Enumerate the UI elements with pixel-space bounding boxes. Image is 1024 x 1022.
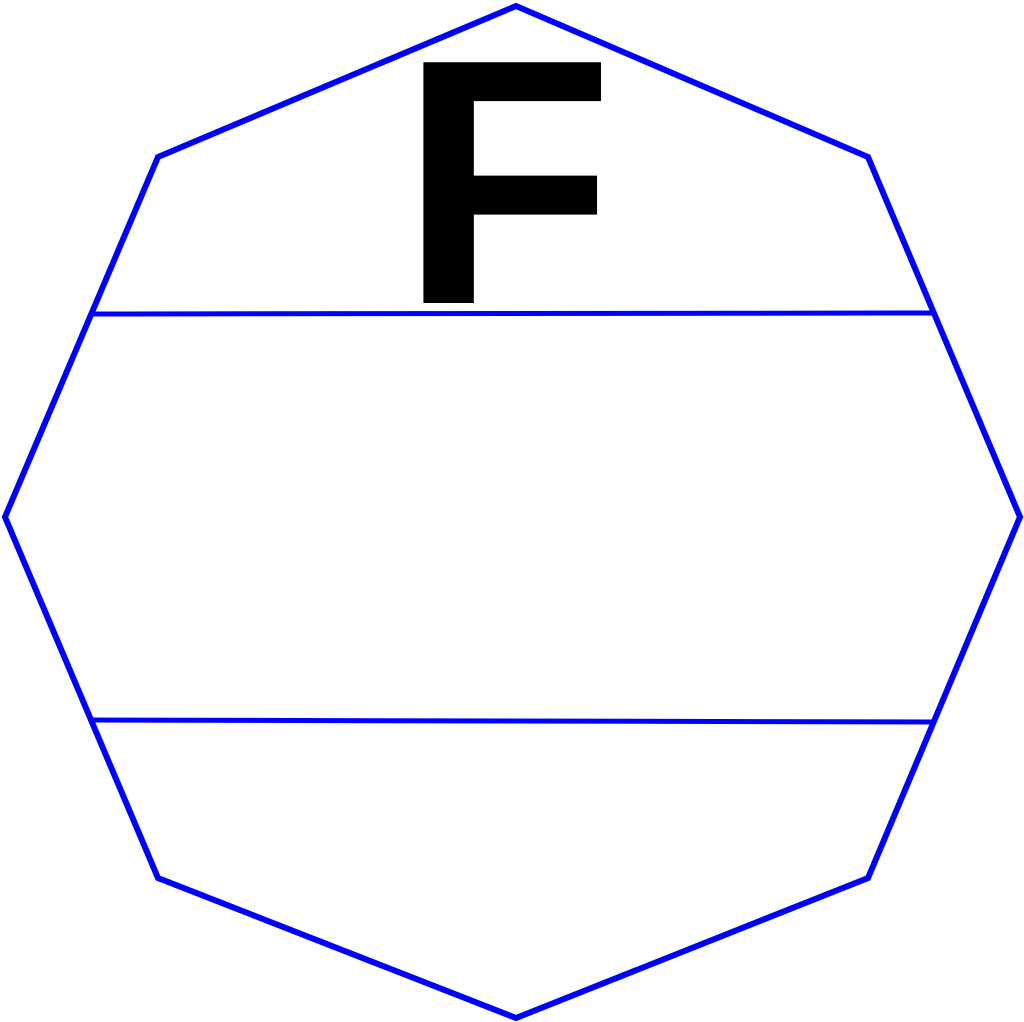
- lower-divider-line: [91, 717, 933, 725]
- upper-divider-line: [91, 310, 933, 317]
- octagon-label: F: [400, 0, 614, 378]
